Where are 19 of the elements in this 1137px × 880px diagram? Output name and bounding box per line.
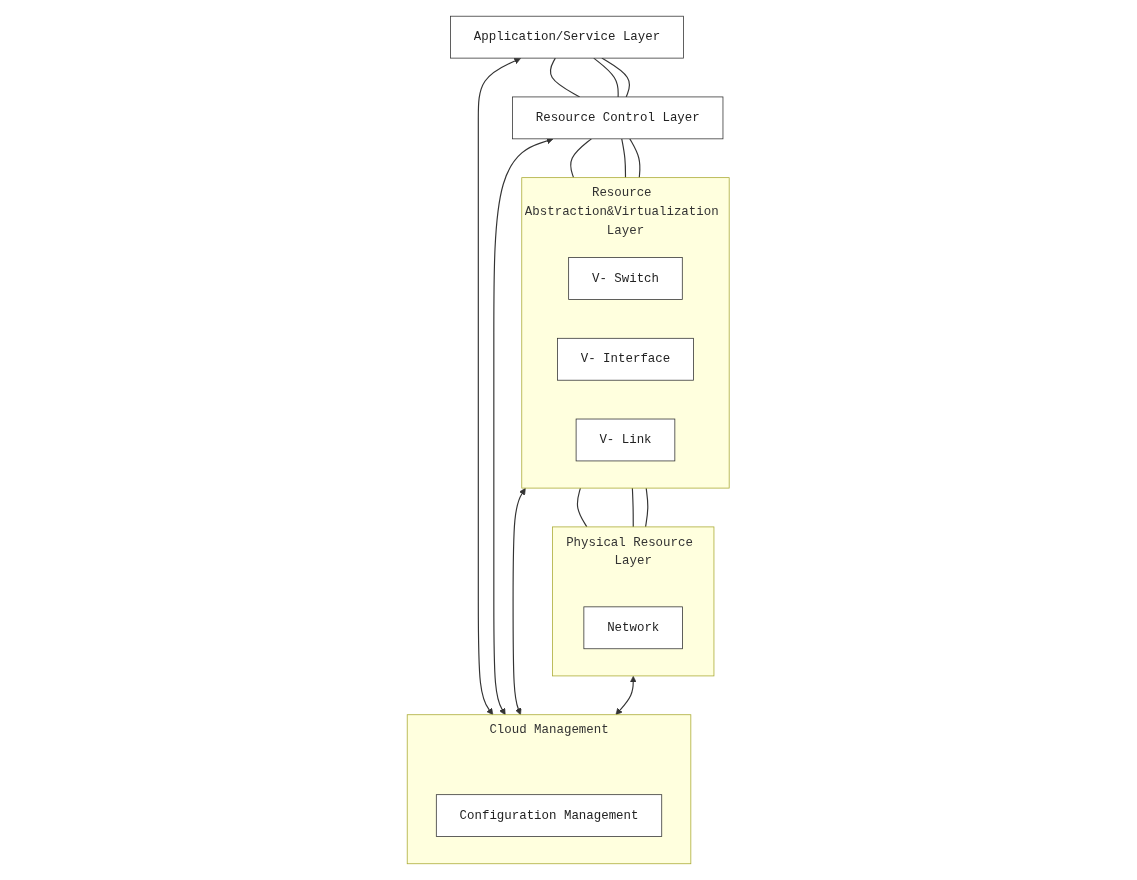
connector (570, 138, 593, 179)
node-box: V- Interface (557, 337, 695, 381)
connector (629, 138, 641, 179)
arrow (512, 488, 526, 716)
node-box: Network (583, 606, 684, 650)
node-box: V- Switch (568, 257, 683, 300)
connector (632, 487, 635, 528)
connector (577, 487, 588, 528)
node-box: V- Link (576, 418, 676, 462)
arrow (615, 675, 637, 716)
node-box: Application/Service Layer (450, 15, 685, 59)
node-box: Configuration Management (436, 794, 663, 837)
connector (593, 57, 620, 98)
arrow (478, 57, 522, 716)
arrow (493, 137, 554, 716)
node-box: Resource Control Layer (512, 96, 724, 140)
connector (601, 57, 631, 98)
connector (645, 487, 649, 528)
connector (621, 138, 627, 179)
